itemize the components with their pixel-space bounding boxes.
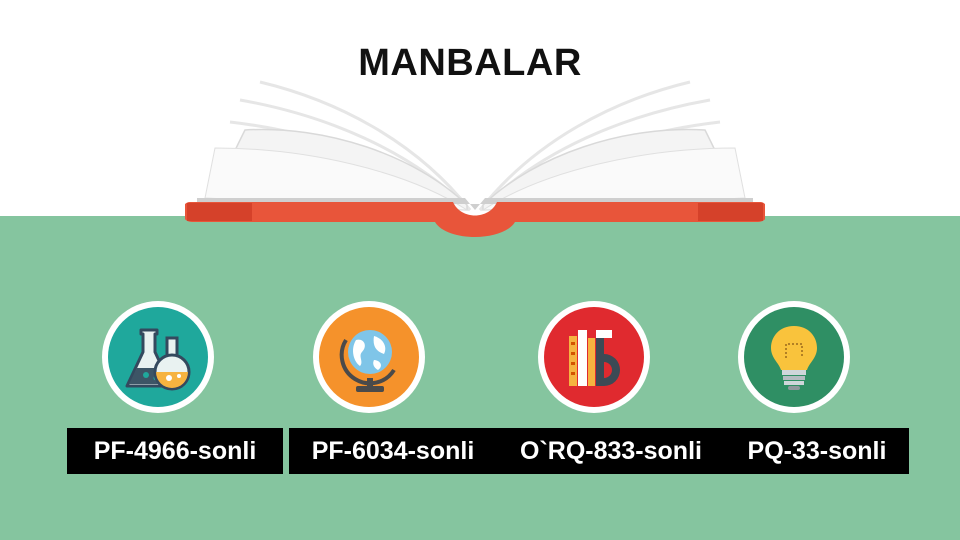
chemistry-flasks-icon xyxy=(101,300,215,414)
books-ruler-icon xyxy=(537,300,651,414)
page-title: MANBALAR xyxy=(358,42,582,84)
source-label-3: O`RQ-833-sonli xyxy=(497,428,725,474)
source-label-4: PQ-33-sonli xyxy=(725,428,909,474)
open-book-icon xyxy=(185,80,765,237)
source-label-2: PF-6034-sonli xyxy=(289,428,497,474)
source-label-1: PF-4966-sonli xyxy=(67,428,283,474)
globe-icon xyxy=(312,300,426,414)
lightbulb-icon xyxy=(737,300,851,414)
